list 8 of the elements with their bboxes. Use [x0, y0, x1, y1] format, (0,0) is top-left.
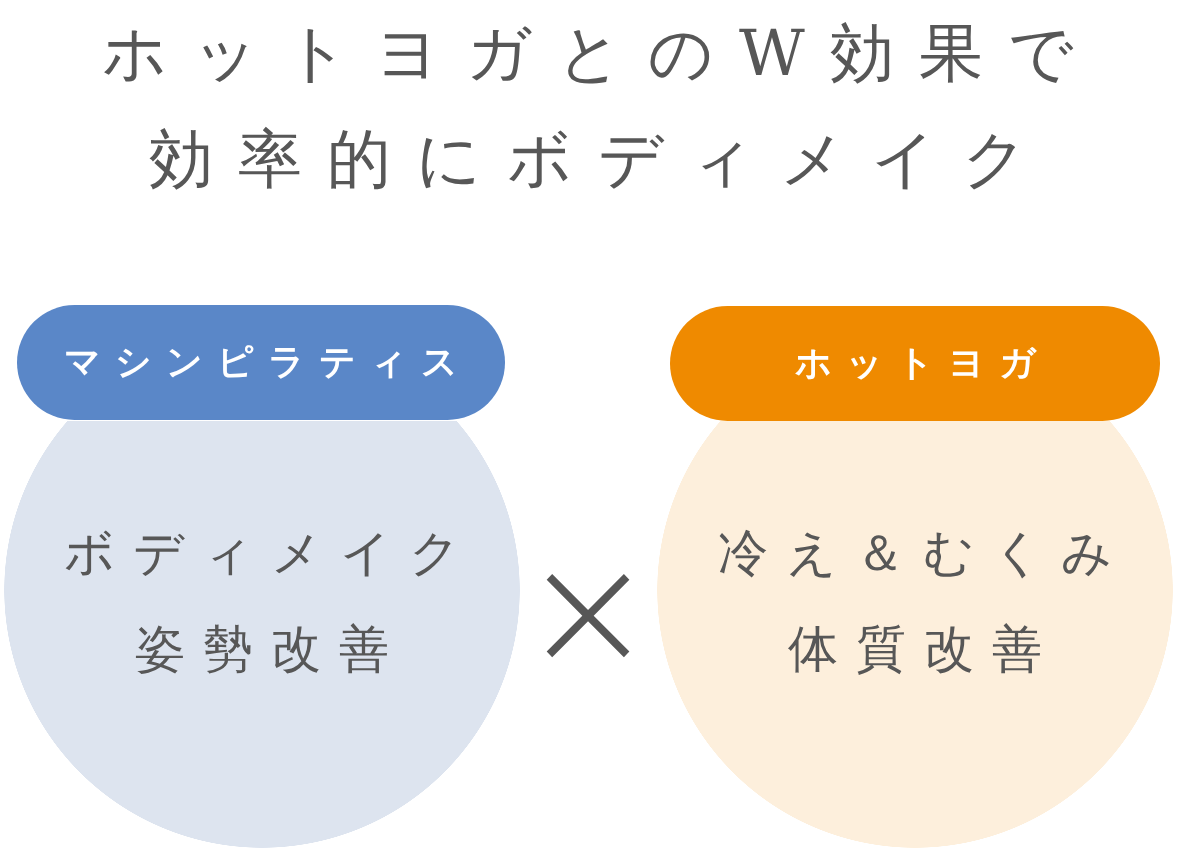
- category-tag: マシンピラティス: [17, 305, 505, 420]
- benefit-text: 姿勢改善: [134, 619, 407, 680]
- category-tag: ホットヨガ: [670, 306, 1160, 421]
- benefit-text: ボディメイク: [63, 523, 478, 584]
- benefit-text: 冷え＆むくみ: [717, 523, 1130, 584]
- title: ホットヨガとのW効果で効率的にボディメイク: [101, 15, 1100, 198]
- benefit-text: 体質改善: [787, 619, 1060, 680]
- multiply-sign: ×: [521, 531, 656, 691]
